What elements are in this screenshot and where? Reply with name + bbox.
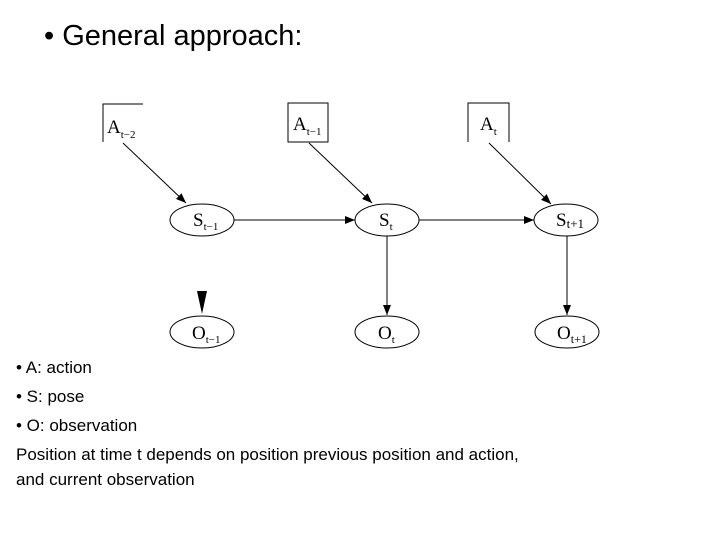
observation-label-1: Ot — [378, 323, 395, 346]
bullet-observation: • O: observation — [16, 416, 138, 435]
action-label-1: At−1 — [293, 114, 322, 138]
edge-action1-state1 — [308, 142, 373, 204]
body-line-1: Position at time t depends on position p… — [16, 445, 519, 464]
state-label-1: St — [379, 210, 393, 233]
state-label-0: St−1 — [193, 210, 218, 233]
observation-label-2: Ot+1 — [557, 323, 587, 346]
edge-action0-state0 — [122, 142, 187, 204]
bullet-action: • A: action — [16, 358, 92, 377]
slide-title: • General approach: — [44, 20, 303, 52]
observation-node-1 — [354, 315, 420, 349]
observation-label-0: Ot−1 — [192, 323, 221, 346]
edge-action2-state2 — [488, 142, 552, 205]
bullet-pose: • S: pose — [16, 387, 85, 406]
body-line-2: and current observation — [16, 470, 195, 489]
observation-node-0 — [169, 315, 235, 349]
state-label-2: St+1 — [556, 210, 584, 231]
action-box-0 — [102, 103, 143, 142]
action-label-2: At — [480, 114, 497, 138]
arrowhead-observation0 — [197, 291, 207, 314]
action-box-2 — [467, 102, 510, 142]
action-box-1 — [287, 102, 329, 143]
observation-node-2 — [534, 315, 600, 349]
action-label-0: At−2 — [107, 117, 136, 141]
